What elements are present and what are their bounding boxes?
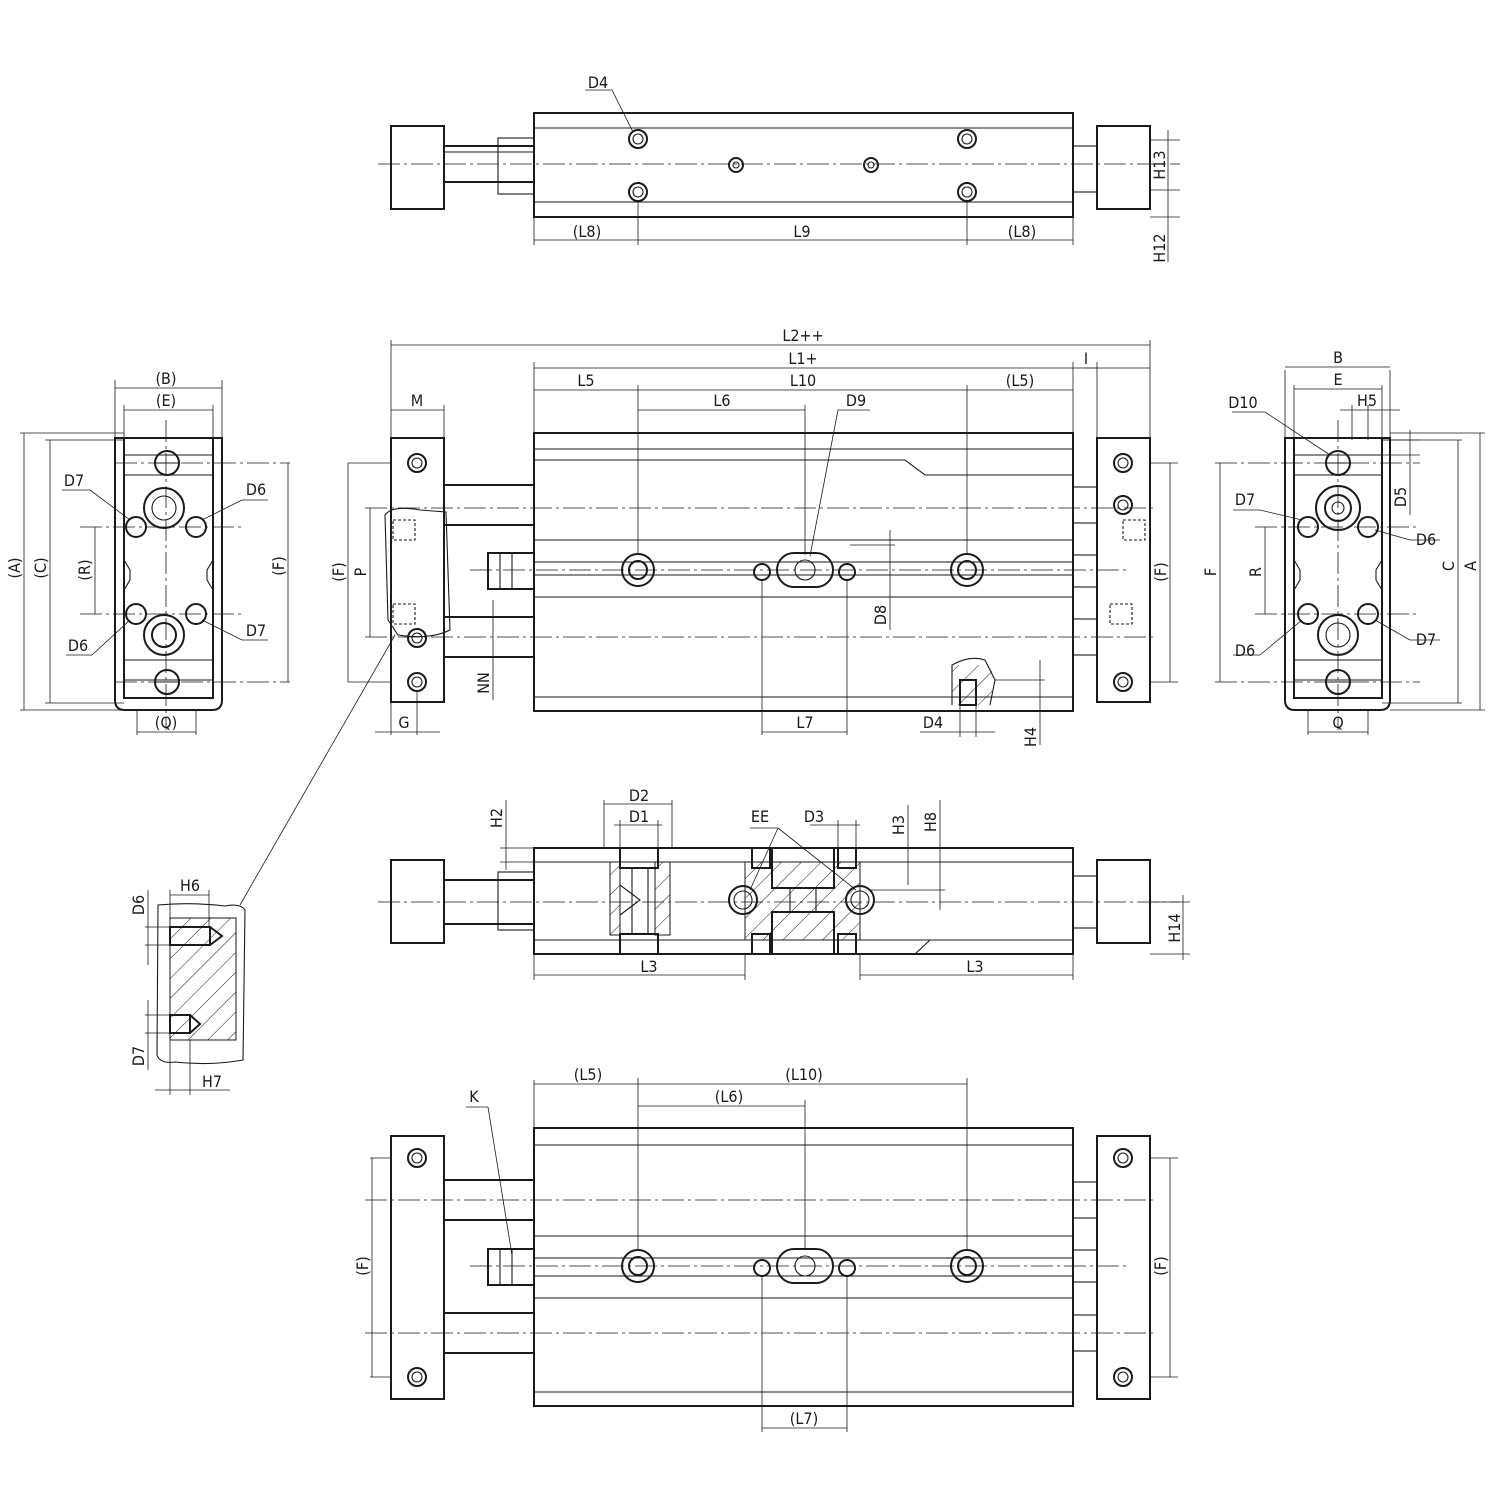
label-top-L8b: (L8) xyxy=(1008,222,1036,241)
label-left-D6a: D6 xyxy=(246,480,266,499)
label-section-H2: H2 xyxy=(487,808,506,828)
label-left-D7a: D7 xyxy=(64,471,84,490)
label-top-L9: L9 xyxy=(793,222,810,241)
section-view xyxy=(378,800,1190,980)
label-front-L2: L2++ xyxy=(782,326,823,345)
label-front-NN: NN xyxy=(474,672,493,694)
label-bottom-K: K xyxy=(469,1087,479,1106)
label-right-E: E xyxy=(1333,370,1342,389)
label-section-EE: EE xyxy=(751,807,769,826)
label-front-H4: H4 xyxy=(1021,727,1040,747)
label-front-L6: L6 xyxy=(713,391,730,410)
label-right-C: C xyxy=(1439,561,1458,571)
label-bottom-L6: (L6) xyxy=(715,1087,743,1106)
label-section-D1: D1 xyxy=(629,807,649,826)
label-right-Q: Q xyxy=(1332,713,1343,732)
detail-view xyxy=(145,890,246,1095)
label-front-G: G xyxy=(398,713,409,732)
dimension-labels: D4 (L8) L9 (L8) H13 H12 L2++ L1+ I L5 L1… xyxy=(5,73,1480,1428)
label-front-L5p: (L5) xyxy=(1006,371,1034,390)
label-right-A: A xyxy=(1461,561,1480,571)
label-front-F-right: (F) xyxy=(1151,562,1170,582)
label-right-D5: D5 xyxy=(1391,487,1410,507)
label-front-L7: L7 xyxy=(796,713,813,732)
label-front-I: I xyxy=(1084,349,1088,368)
label-left-D6b: D6 xyxy=(68,636,88,655)
label-section-D2: D2 xyxy=(629,786,649,805)
label-detail-H6: H6 xyxy=(180,876,200,895)
label-right-H5: H5 xyxy=(1357,391,1377,410)
label-front-D9: D9 xyxy=(846,391,866,410)
bottom-view xyxy=(365,1078,1178,1432)
label-detail-D6: D6 xyxy=(129,895,148,915)
label-section-L3b: L3 xyxy=(966,957,983,976)
label-left-C: (C) xyxy=(31,557,50,578)
label-right-F: F xyxy=(1201,568,1220,576)
label-bottom-L7: (L7) xyxy=(790,1409,818,1428)
label-top-L8a: (L8) xyxy=(573,222,601,241)
label-right-D6b: D6 xyxy=(1235,641,1255,660)
left-end-view xyxy=(20,380,290,735)
label-front-L5: L5 xyxy=(577,371,594,390)
label-left-A: (A) xyxy=(5,557,24,578)
top-view xyxy=(378,89,1180,262)
label-right-D7b: D7 xyxy=(1416,630,1436,649)
label-top-H12: H12 xyxy=(1150,233,1169,262)
label-front-M: M xyxy=(411,391,423,410)
label-right-D10: D10 xyxy=(1228,393,1257,412)
label-section-H14: H14 xyxy=(1165,913,1184,942)
label-front-L10: L10 xyxy=(790,371,816,390)
label-section-D3: D3 xyxy=(804,807,824,826)
label-left-D7b: D7 xyxy=(246,621,266,640)
label-left-E: (E) xyxy=(156,391,176,410)
label-section-H8: H8 xyxy=(921,812,940,832)
right-end-view xyxy=(1215,366,1485,735)
label-bottom-F-right: (F) xyxy=(1151,1256,1170,1276)
label-right-R: R xyxy=(1246,567,1265,577)
label-detail-H7: H7 xyxy=(202,1072,222,1091)
label-section-L3a: L3 xyxy=(640,957,657,976)
label-detail-D7: D7 xyxy=(129,1046,148,1066)
label-right-D7a: D7 xyxy=(1235,490,1255,509)
label-bottom-L5: (L5) xyxy=(574,1065,602,1084)
label-right-D6a: D6 xyxy=(1416,530,1436,549)
label-bottom-L10: (L10) xyxy=(785,1065,823,1084)
label-front-L1: L1+ xyxy=(788,349,817,368)
label-top-D4: D4 xyxy=(588,73,608,92)
top-holes xyxy=(628,129,977,202)
label-right-B: B xyxy=(1333,348,1343,367)
label-left-B: (B) xyxy=(155,369,176,388)
front-view xyxy=(239,340,1178,906)
label-left-F: (F) xyxy=(269,556,288,576)
label-front-F-left: (F) xyxy=(329,562,348,582)
label-section-H3: H3 xyxy=(889,815,908,835)
label-bottom-F-left: (F) xyxy=(353,1256,372,1276)
label-left-R: (R) xyxy=(75,559,94,580)
label-front-P: P xyxy=(351,567,370,576)
label-top-H13: H13 xyxy=(1150,150,1169,179)
label-front-D8: D8 xyxy=(871,605,890,625)
label-front-D4: D4 xyxy=(923,713,943,732)
label-left-Q: (Q) xyxy=(155,713,178,732)
